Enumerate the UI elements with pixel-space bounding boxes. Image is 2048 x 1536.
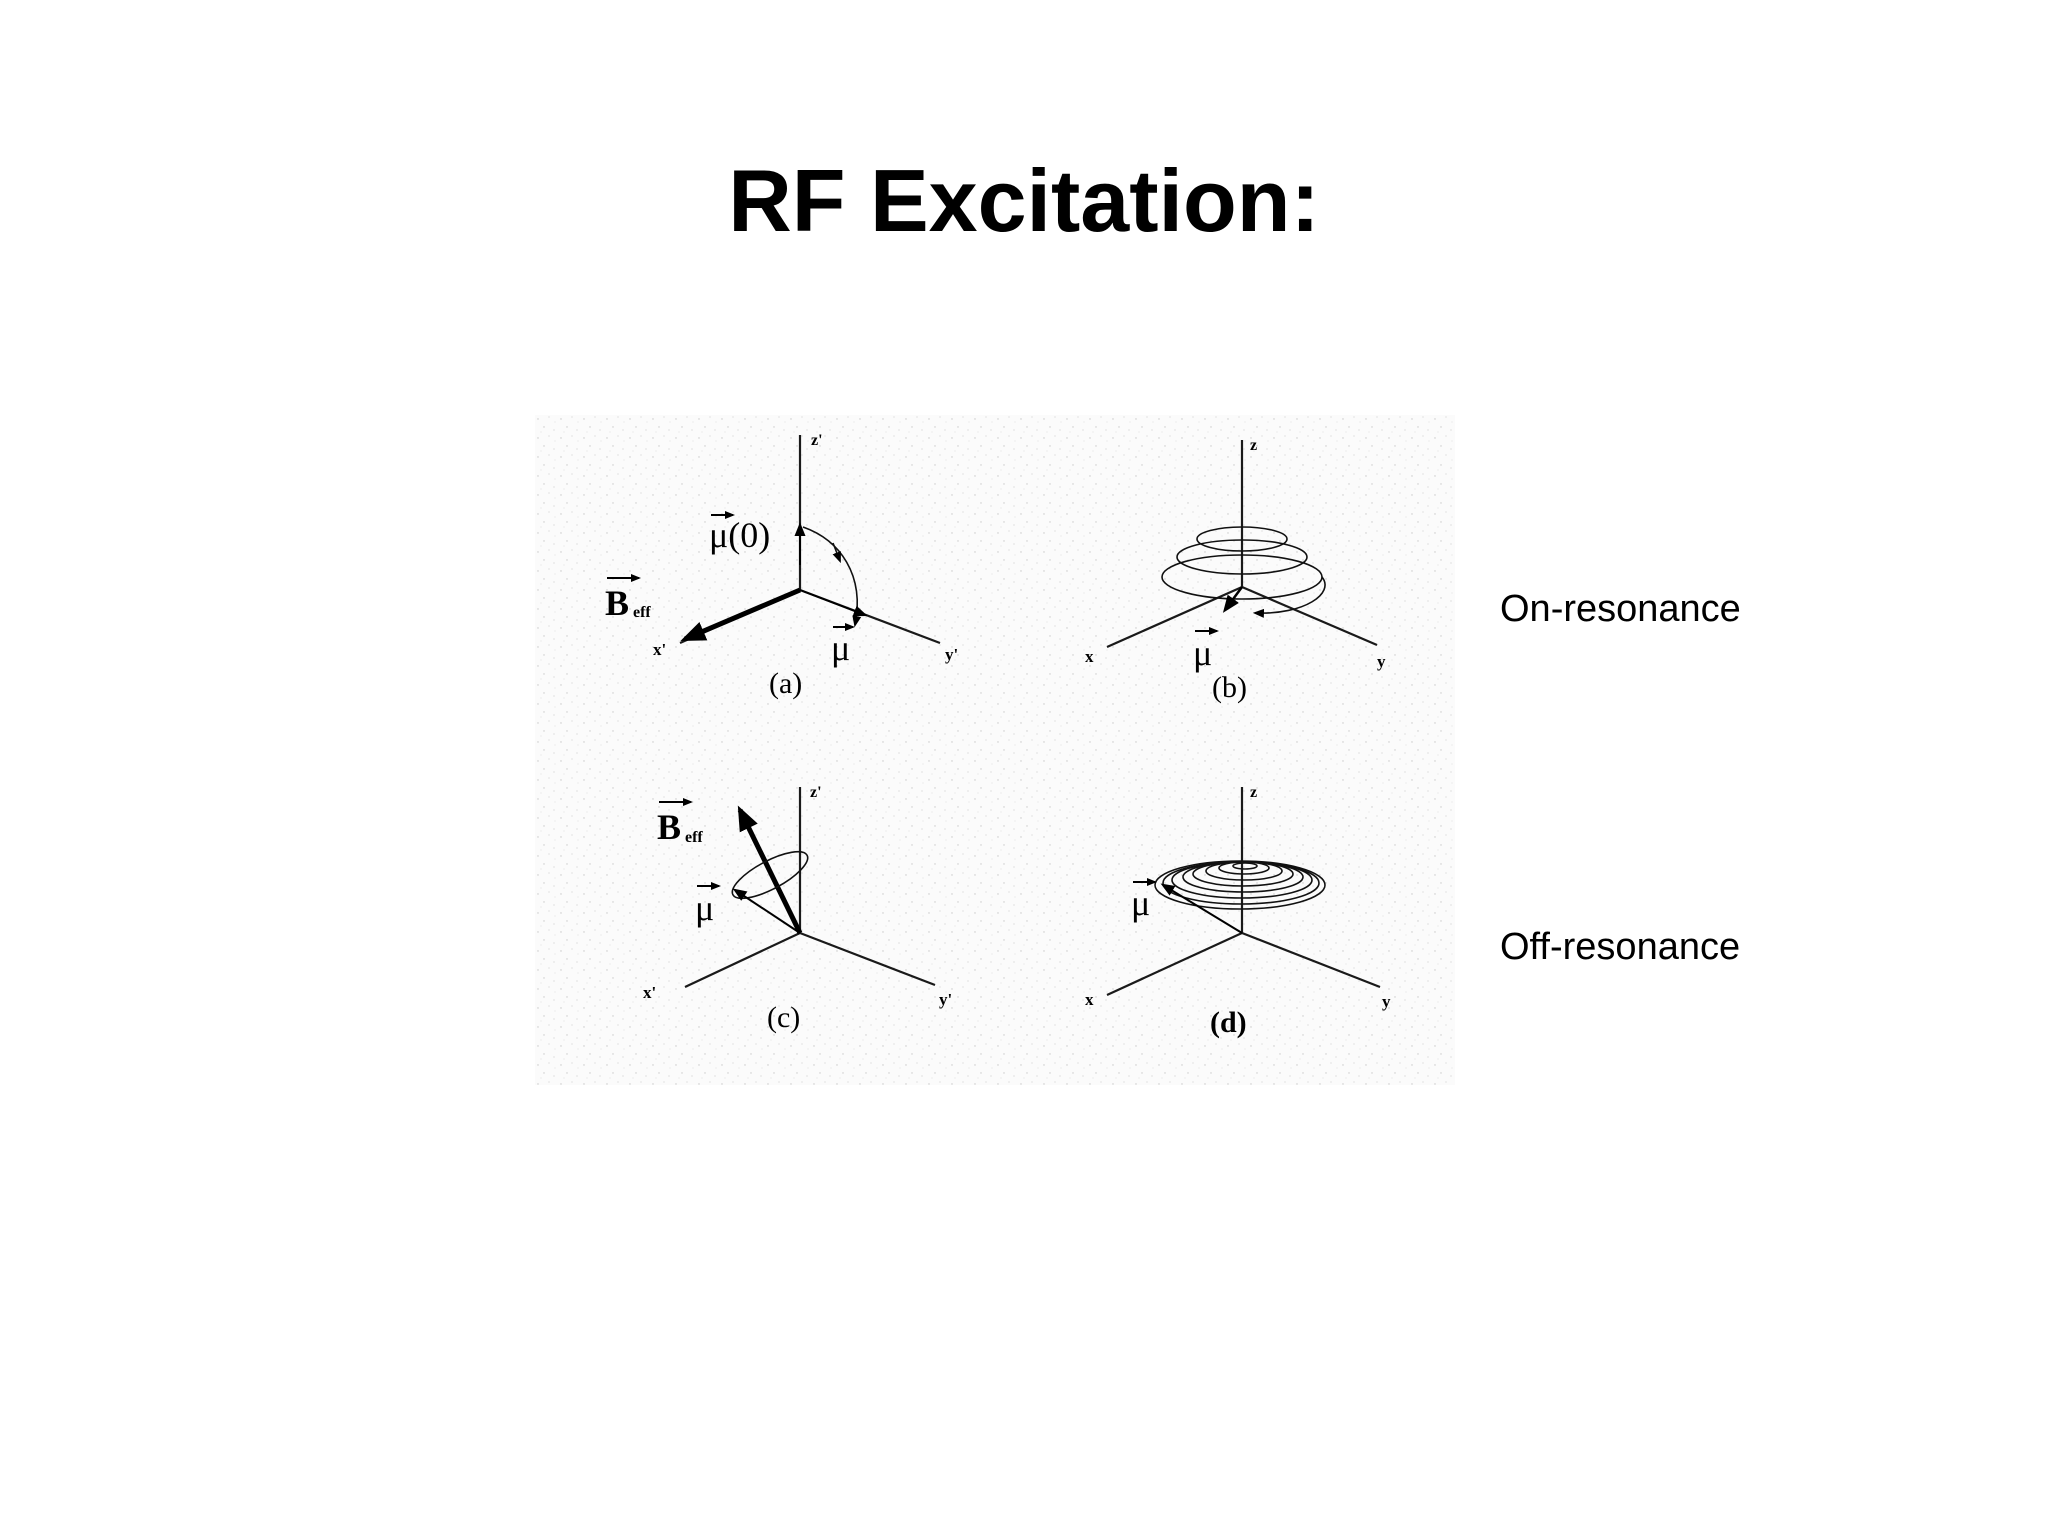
panel-a-mu-arrow xyxy=(799,589,868,617)
svg-text:μ: μ xyxy=(1131,883,1150,923)
svg-text:μ(0): μ(0) xyxy=(709,515,770,555)
panel-a-mu0-label: μ(0) xyxy=(709,511,770,555)
figure-svg: z' y' x' μ(0) B eff μ (a) xyxy=(535,415,1455,1085)
panel-d-mu-label: μ xyxy=(1131,878,1157,923)
panel-c-x-axis xyxy=(684,932,801,988)
svg-text:μ: μ xyxy=(695,888,714,928)
panel-c-y-axis xyxy=(799,931,936,987)
panel-a-caption: (a) xyxy=(769,667,802,700)
svg-text:μ: μ xyxy=(1193,633,1212,673)
panel-a-beff-arrow xyxy=(680,587,801,642)
svg-text:B: B xyxy=(605,583,629,623)
off-resonance-label: Off-resonance xyxy=(1500,926,1741,968)
panel-d-caption: (d) xyxy=(1210,1006,1247,1039)
svg-text:eff: eff xyxy=(633,604,651,621)
panel-b-spiral-loop-2 xyxy=(1176,539,1308,575)
panel-b-spiral-end xyxy=(1252,576,1326,618)
panel-c-mu-label: μ xyxy=(695,882,721,928)
on-resonance-label: On-resonance xyxy=(1500,588,1741,630)
panel-b-caption: (b) xyxy=(1212,671,1247,704)
panel-a-arc-tick xyxy=(832,542,841,564)
svg-text:eff: eff xyxy=(685,829,703,846)
panel-a-mu-label: μ xyxy=(831,623,855,668)
panel-d: z y x μ (d) xyxy=(1085,784,1391,1039)
panel-d-dense-spiral xyxy=(1154,860,1326,910)
panel-b-mu-label: μ xyxy=(1193,627,1219,673)
panel-a-x-label: x' xyxy=(653,640,666,659)
slide-title: RF Excitation: xyxy=(728,151,1320,250)
panel-b-y-label: y xyxy=(1377,652,1386,671)
panel-b: z y x μ (b) xyxy=(1085,437,1386,704)
panel-b-y-axis xyxy=(1241,585,1378,647)
panel-a-z-label: z' xyxy=(811,432,823,449)
panel-b-x-axis xyxy=(1106,585,1243,649)
panel-d-y-axis xyxy=(1241,931,1381,989)
panel-d-y-label: y xyxy=(1382,992,1391,1011)
panel-c-x-label: x' xyxy=(643,983,656,1002)
panel-c-beff-label: B eff xyxy=(657,798,703,847)
svg-text:μ: μ xyxy=(831,628,850,668)
panel-a-beff-label: B eff xyxy=(605,574,651,623)
panel-d-x-label: x xyxy=(1085,990,1094,1009)
panel-c-caption: (c) xyxy=(767,1001,800,1034)
panel-b-x-label: x xyxy=(1085,647,1094,666)
svg-text:B: B xyxy=(657,807,681,847)
panel-c-mu-arrow xyxy=(732,888,801,934)
panel-c-z-label: z' xyxy=(810,784,822,801)
panel-b-mu-arrow xyxy=(1222,586,1244,613)
panel-d-z-label: z xyxy=(1250,784,1257,801)
panel-c-beff-arrow xyxy=(737,805,803,935)
rf-excitation-figure: z' y' x' μ(0) B eff μ (a) xyxy=(535,415,1455,1085)
panel-b-spiral-loop-1 xyxy=(1196,526,1288,552)
panel-b-z-label: z xyxy=(1250,437,1257,454)
panel-a: z' y' x' μ(0) B eff μ (a) xyxy=(605,432,958,700)
panel-c-y-label: y' xyxy=(939,990,952,1009)
panel-d-x-axis xyxy=(1106,932,1243,996)
scan-background xyxy=(535,415,1455,1085)
panel-c: z' y' x' B eff μ (c) xyxy=(643,784,952,1034)
panel-a-y-label: y' xyxy=(945,645,958,664)
panel-d-mu-arrow xyxy=(1160,883,1243,934)
